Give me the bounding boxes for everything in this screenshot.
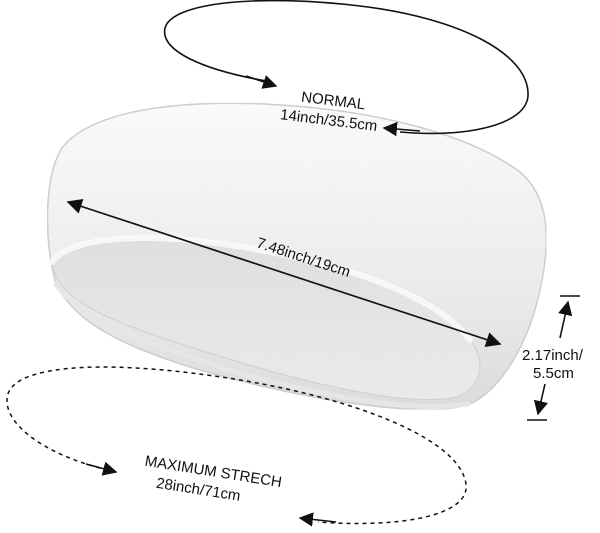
max-arrow-left (85, 461, 118, 476)
normal-ellipse-line (163, 0, 529, 135)
length-arrow (66, 199, 502, 347)
width-arrow-up (558, 300, 573, 339)
normal-arrow-left (245, 75, 278, 89)
width-label-line1: 2.17inch/ (522, 347, 584, 364)
width-label-line2: 5.5cm (533, 365, 574, 382)
normal-arrow-right (382, 121, 421, 137)
max-ellipse-line (6, 366, 467, 525)
width-arrow-down (533, 383, 548, 416)
width-dimension: 2.17inch/ 5.5cm (522, 295, 584, 421)
max-arrow-right (298, 512, 337, 527)
